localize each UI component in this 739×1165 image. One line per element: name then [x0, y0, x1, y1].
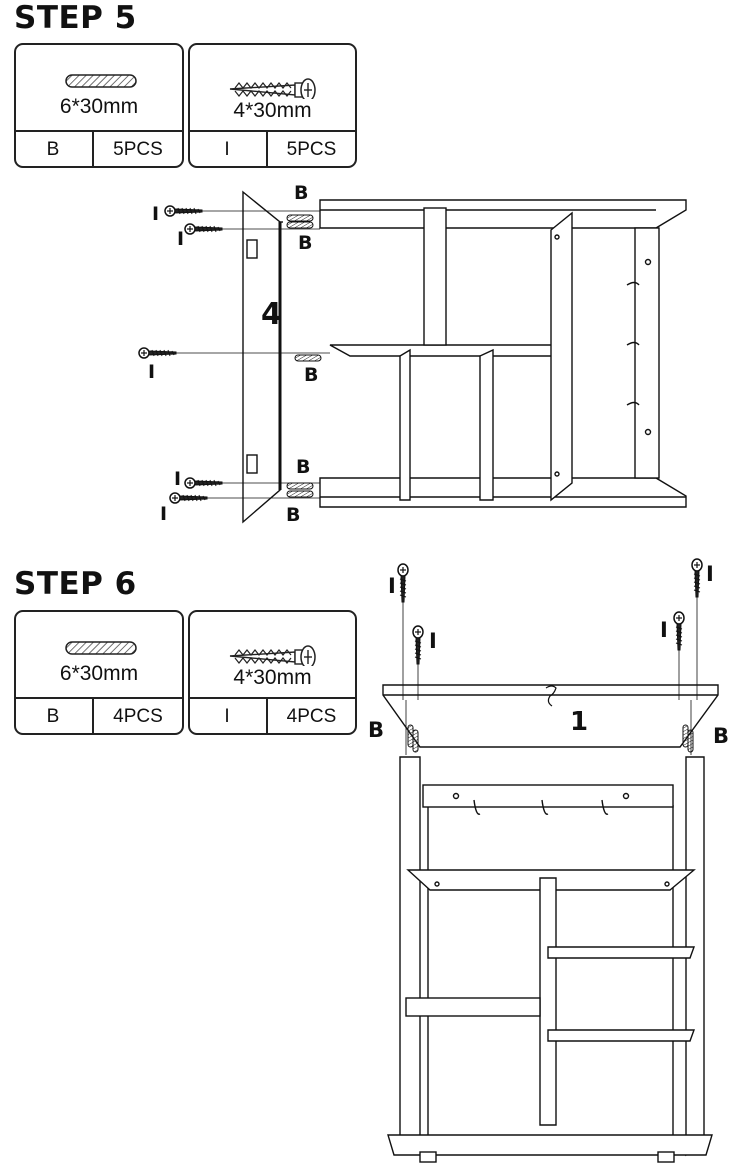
- screw-code: I: [224, 139, 230, 160]
- step-5-dowels: [286, 214, 322, 498]
- right-panel: [634, 227, 660, 479]
- step-6-diagram: [382, 593, 719, 1163]
- dowel-code: B: [46, 706, 60, 727]
- upper-divider: [423, 207, 447, 346]
- screw-code: I: [224, 706, 230, 727]
- dowel-size: 6*30mm: [59, 95, 139, 118]
- step-6-screw-card: 4*30mm I 4PCS: [188, 610, 357, 735]
- step-6-dowel-card: 6*30mm B 4PCS: [14, 610, 184, 735]
- dowel-code: B: [46, 139, 60, 160]
- bottom-board: [319, 477, 687, 508]
- screw-icon: [190, 53, 355, 102]
- right-divider: [550, 211, 573, 502]
- dowel-size: 6*30mm: [59, 662, 139, 685]
- step-5-screw-card: 4*30mm I 5PCS: [188, 43, 357, 168]
- step-5-title: STEP 5: [14, 0, 137, 36]
- left-shelf: [405, 997, 541, 1017]
- middle-shelf: [329, 344, 568, 357]
- left-side-panel: [399, 756, 421, 1157]
- step-6-dowels: [407, 724, 694, 753]
- dowel-qty: 4PCS: [92, 699, 182, 735]
- screw-size: 4*30mm: [233, 666, 312, 689]
- step-5-dowel-card: 6*30mm B 5PCS: [14, 43, 184, 168]
- step-6-screws: [397, 558, 703, 665]
- step-5-diagram: [175, 190, 687, 524]
- step-5-screws: [138, 205, 223, 504]
- screw-qty: 4PCS: [266, 699, 355, 735]
- screw-icon: [190, 620, 355, 669]
- screw-size: 4*30mm: [233, 99, 312, 122]
- bottom-board: [387, 1134, 713, 1156]
- screw-qty: 5PCS: [266, 132, 355, 168]
- hook-rail: [422, 784, 674, 808]
- dowel-qty: 5PCS: [92, 132, 182, 168]
- step-6-title: STEP 6: [14, 566, 137, 602]
- center-divider: [539, 877, 557, 1126]
- dowel-icon: [16, 53, 182, 93]
- side-panel-4: [242, 190, 283, 524]
- dowel-icon: [16, 620, 182, 660]
- top-board: [319, 199, 687, 229]
